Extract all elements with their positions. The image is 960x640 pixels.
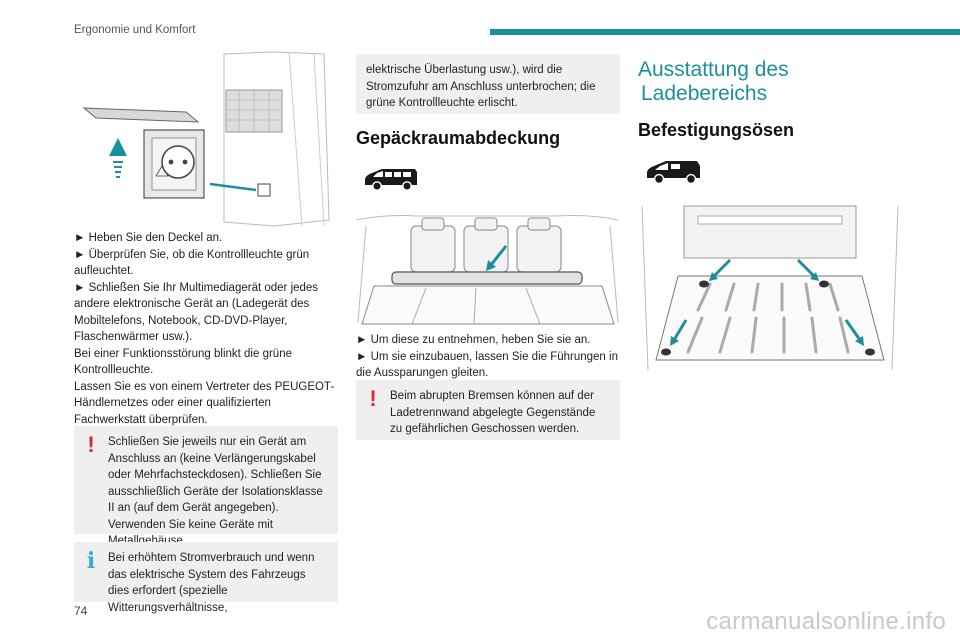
socket-illustration xyxy=(74,50,338,228)
section-heading-line2: Ladebereichs xyxy=(641,82,768,105)
cargo-floor-illustration xyxy=(638,202,902,374)
step-connect-device: ► Schließen Sie Ihr Multimediagerät oder… xyxy=(74,281,319,344)
section-heading-cargo: Ausstattung des Ladebereichs xyxy=(638,58,902,106)
watermark: carmanualsonline.info xyxy=(706,608,946,635)
column2-instructions: ► Um diese zu entnehmen, heben Sie sie a… xyxy=(356,332,622,382)
luggage-cover-illustration xyxy=(356,210,620,328)
dealer-check-text: Lassen Sie es von einem Vertreter des PE… xyxy=(74,380,335,426)
info-box-power-continued: elektrische Überlastung usw.), wird die … xyxy=(356,54,620,114)
van-icon xyxy=(362,166,420,192)
van-icon xyxy=(644,158,704,186)
heading-luggage-cover: Gepäckraumabdeckung xyxy=(356,128,561,148)
warning-icon: ! xyxy=(369,386,377,411)
warning-single-device: Schließen Sie jeweils nur ein Gerät am A… xyxy=(108,436,323,514)
info-continued-text: elektrische Überlastung usw.), wird die … xyxy=(366,64,596,109)
malfunction-text: Bei einer Funktionsstörung blinkt die gr… xyxy=(74,347,292,377)
header-accent-bar xyxy=(490,29,960,35)
info-power-text: Bei erhöhtem Stromverbrauch und wenn das… xyxy=(108,552,315,614)
warning-braking-text: Beim abrupten Bremsen können auf der Lad… xyxy=(390,390,596,435)
info-box-power: i Bei erhöhtem Stromverbrauch und wenn d… xyxy=(74,542,338,614)
warning-box-devices: ! Schließen Sie jeweils nur ein Gerät am… xyxy=(74,426,338,547)
section-heading-line1: Ausstattung des xyxy=(638,58,789,81)
step-lift-cover: ► Heben Sie den Deckel an. xyxy=(74,232,223,244)
header-section-title: Ergonomie und Komfort xyxy=(74,24,196,36)
warning-box-braking: ! Beim abrupten Bremsen können auf der L… xyxy=(356,380,620,440)
heading-tie-down-rings: Befestigungsösen xyxy=(638,120,795,140)
step-install-cover: ► Um sie einzubauen, lassen Sie die Führ… xyxy=(356,350,618,380)
info-icon: i xyxy=(86,548,96,574)
step-remove-cover: ► Um diese zu entnehmen, heben Sie sie a… xyxy=(356,334,591,346)
column1-instructions: ► Heben Sie den Deckel an. ► Überprüfen … xyxy=(74,230,340,428)
warning-icon: ! xyxy=(87,432,95,457)
step-check-light: ► Überprüfen Sie, ob die Kontrollleuchte… xyxy=(74,248,310,278)
page-number: 74 xyxy=(74,604,88,618)
